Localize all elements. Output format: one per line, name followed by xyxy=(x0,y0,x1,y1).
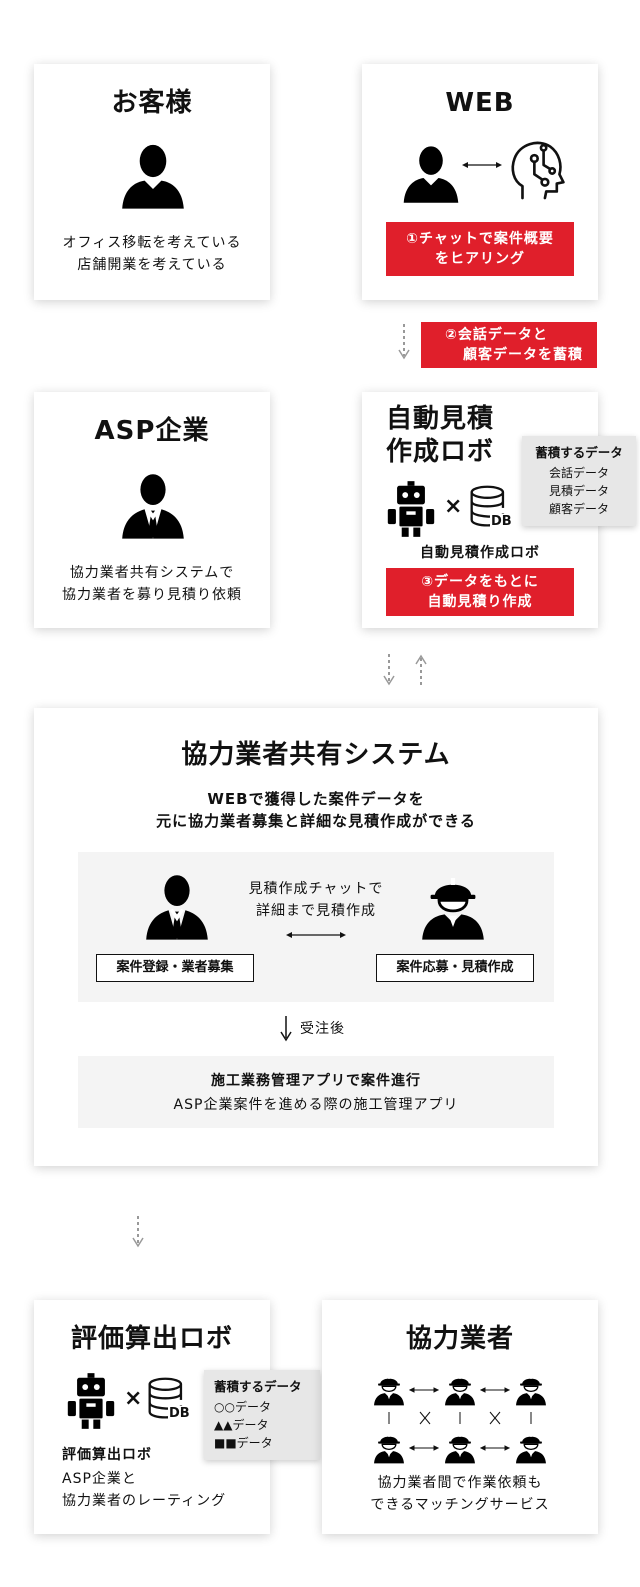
worker-icon xyxy=(418,868,488,944)
customer-desc: オフィス移転を考えている 店舗開業を考えている xyxy=(62,235,242,273)
partner-card: 協力業者 協力業者間で作業依頼も できるマッチングサービス xyxy=(322,1300,598,1534)
dashed-arrow-down-icon xyxy=(383,654,395,686)
customer-card: お客様 オフィス移転を考えている 店舗開業を考えている xyxy=(34,64,270,300)
system-title: 協力業者共有システム xyxy=(179,740,453,775)
web-title: WEB xyxy=(443,88,517,123)
step1-box: ①チャットで案件概要をヒアリング xyxy=(386,222,574,276)
db-label: DB xyxy=(490,514,513,529)
double-arrow-icon xyxy=(462,162,502,168)
db-label: DB xyxy=(168,1406,191,1421)
customer-title: お客様 xyxy=(109,88,195,123)
double-arrow-icon xyxy=(286,932,346,938)
worker-network xyxy=(372,1372,548,1464)
dashed-arrow-up-icon xyxy=(415,654,427,686)
asp-desc: 協力業者共有システムで 協力業者を募り見積り依頼 xyxy=(62,565,242,603)
rating-caption: 評価算出ロボ xyxy=(62,1447,152,1463)
robot-data-bubble: 蓄積するデータ 会話データ 見積データ 顧客データ xyxy=(522,436,636,526)
dashed-arrow-down-icon xyxy=(398,324,410,360)
app-desc: ASP企業案件を進める際の施工管理アプリ xyxy=(173,1097,459,1113)
chat-desc: 見積作成チャットで 詳細まで見積作成 xyxy=(248,881,384,919)
person-icon xyxy=(400,142,462,204)
robot-card: 自動見積 作成ロボ × DB 自動見積作成ロボ ③データをもとに自動見積り作成 xyxy=(362,392,598,628)
businessman-icon xyxy=(118,470,188,540)
rating-data-bubble: 蓄積するデータ ○○データ ▲▲データ ■■データ xyxy=(204,1370,320,1460)
partner-desc: 協力業者間で作業依頼も できるマッチングサービス xyxy=(370,1475,550,1513)
right-label: 案件応募・見積作成 xyxy=(376,954,534,982)
times-symbol: × xyxy=(124,1386,143,1411)
web-card: WEB ①チャットで案件概要をヒアリング xyxy=(362,64,598,300)
robot-icon xyxy=(62,1372,120,1430)
asp-card: ASP企業 協力業者共有システムで 協力業者を募り見積り依頼 xyxy=(34,392,270,628)
left-label: 案件登録・業者募集 xyxy=(96,954,254,982)
app-panel: 施工業務管理アプリで案件進行 ASP企業案件を進める際の施工管理アプリ xyxy=(78,1056,554,1128)
system-flow-panel: 見積作成チャットで 詳細まで見積作成 案件登録・業者募集 案件応募・見積作成 xyxy=(78,852,554,1002)
system-card: 協力業者共有システム WEBで獲得した案件データを 元に協力業者募集と詳細な見積… xyxy=(34,708,598,1166)
after-order-label: 受注後 xyxy=(300,1021,345,1037)
arrow-down-icon xyxy=(280,1016,292,1042)
rating-title: 評価算出ロボ xyxy=(68,1324,236,1359)
asp-title: ASP企業 xyxy=(92,416,212,451)
app-title: 施工業務管理アプリで案件進行 xyxy=(211,1073,421,1089)
rating-card: 評価算出ロボ × DB 評価算出ロボ ASP企業と 協力業者のレーティング xyxy=(34,1300,270,1534)
step2-box: ②会話データと顧客データを蓄積 xyxy=(421,322,597,368)
step3-box: ③データをもとに自動見積り作成 xyxy=(386,568,574,616)
times-symbol: × xyxy=(444,494,463,519)
system-subtitle: WEBで獲得した案件データを 元に協力業者募集と詳細な見積作成ができる xyxy=(156,790,476,830)
dashed-arrow-down-icon xyxy=(132,1216,144,1248)
robot-icon xyxy=(382,480,440,538)
rating-desc: ASP企業と 協力業者のレーティング xyxy=(62,1471,227,1509)
person-icon xyxy=(118,140,188,210)
partner-title: 協力業者 xyxy=(403,1324,517,1359)
ai-head-icon xyxy=(504,136,570,202)
businessman-icon xyxy=(142,868,212,944)
connection-lines xyxy=(388,1387,532,1451)
robot-caption: 自動見積作成ロボ xyxy=(420,545,540,561)
